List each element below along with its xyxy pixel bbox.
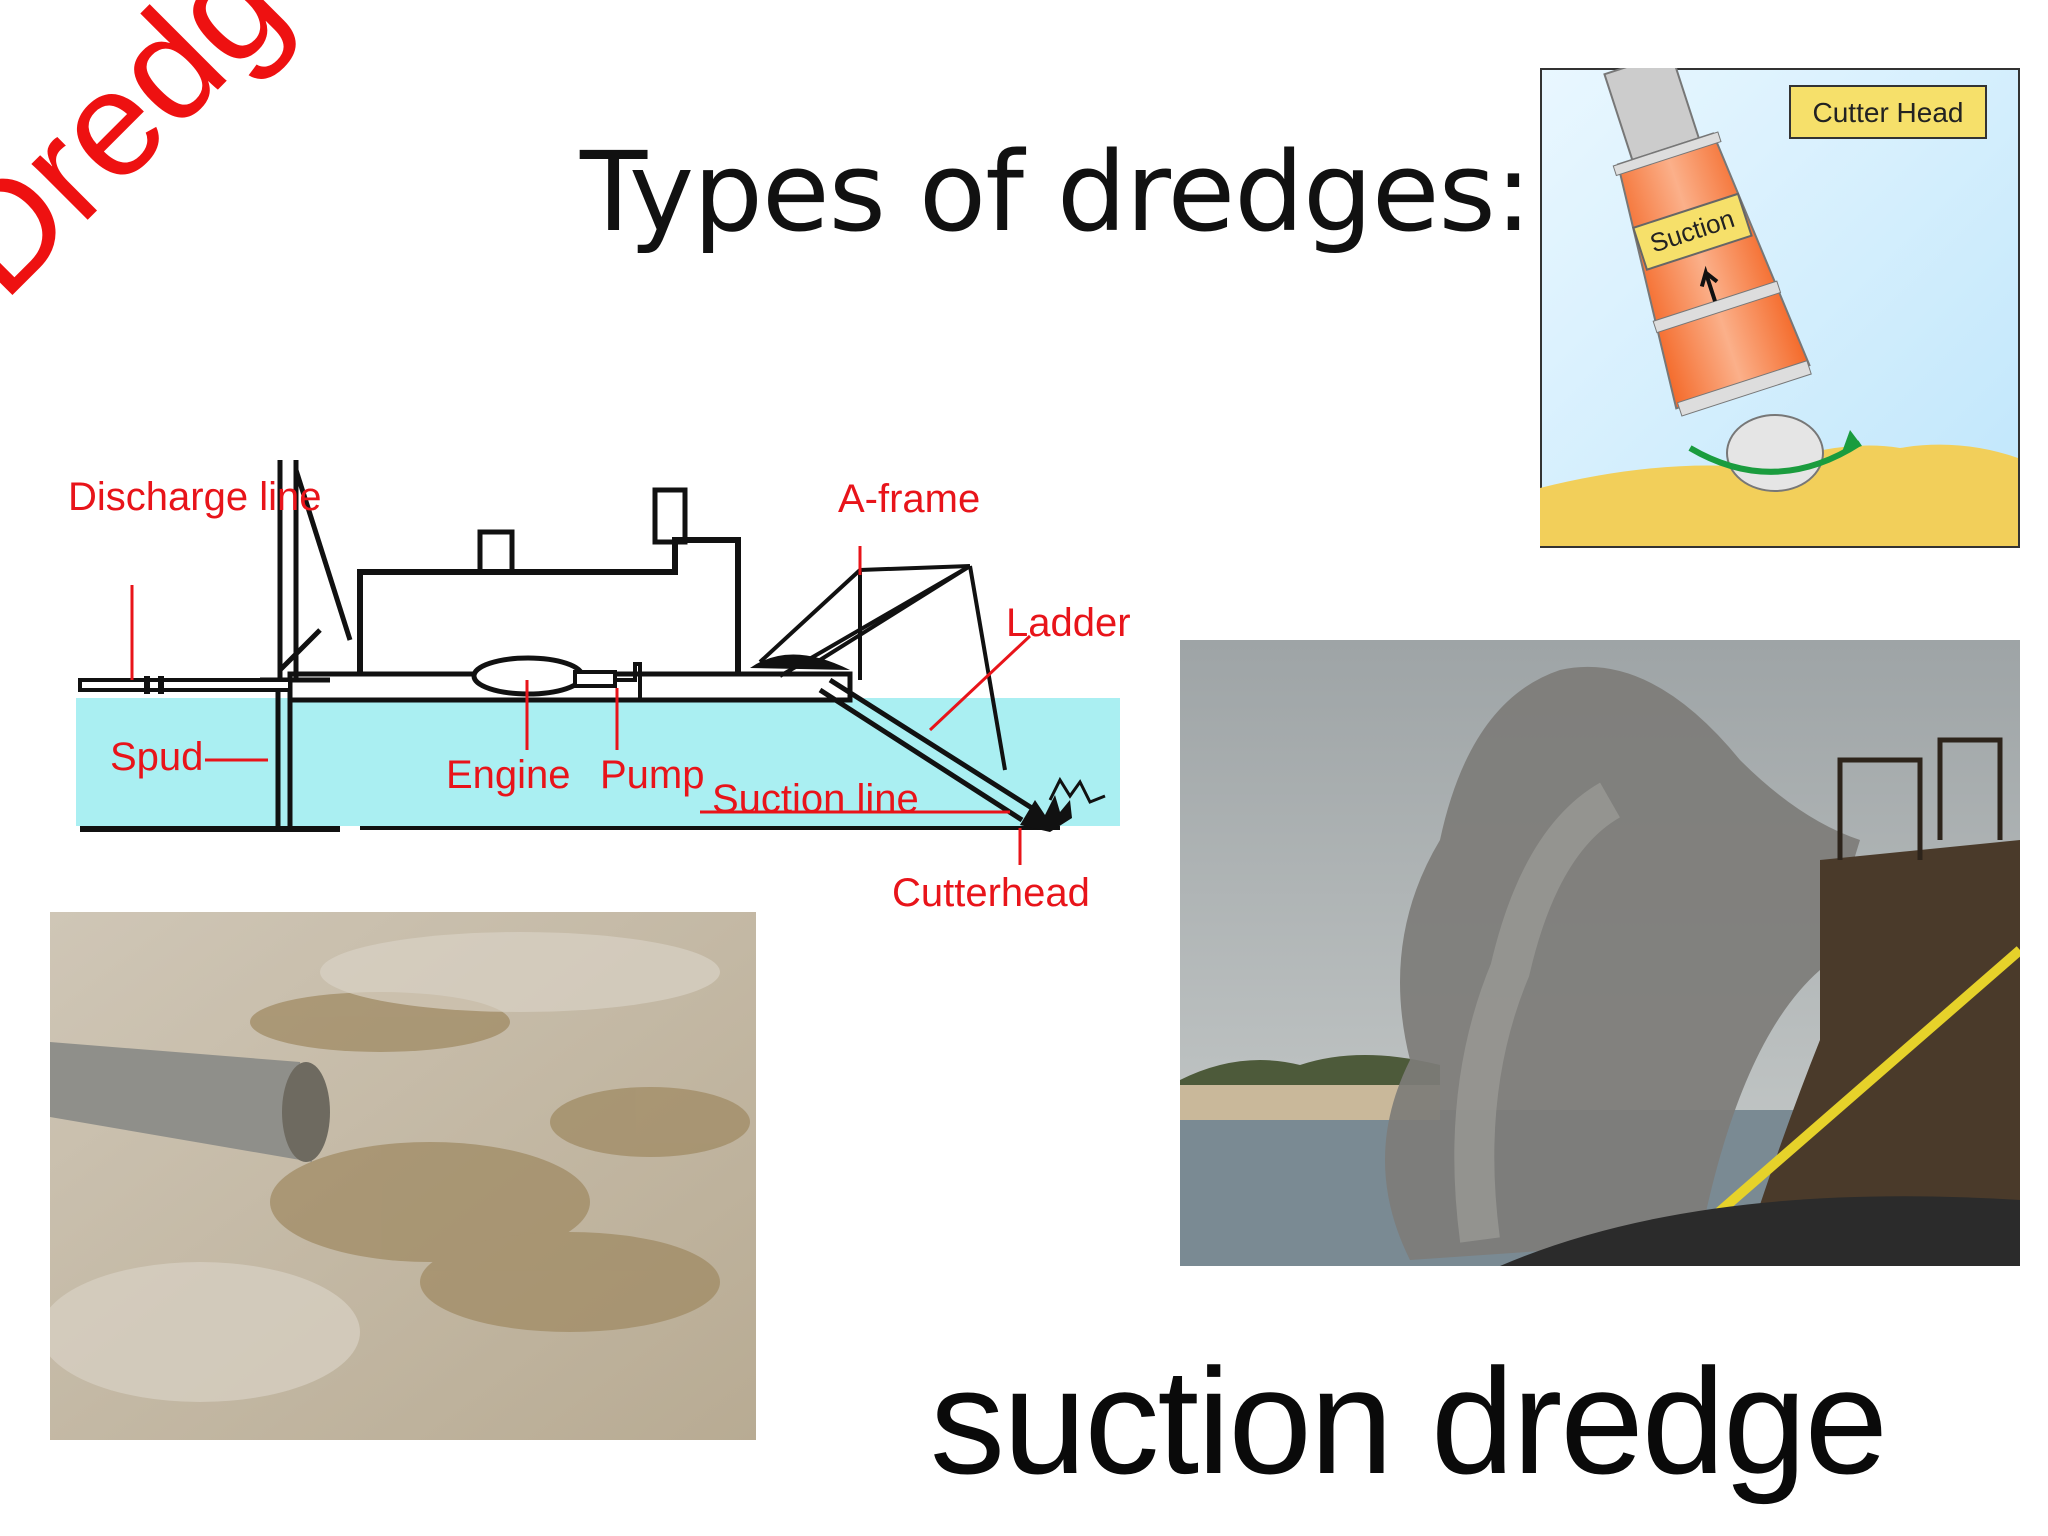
spud-tower xyxy=(260,460,353,832)
winch xyxy=(750,654,850,670)
dredge-spray-photo xyxy=(1180,640,2020,1266)
cutter-blades xyxy=(1726,414,1824,492)
label-a-frame: A-frame xyxy=(838,477,980,521)
label-suction-line: Suction line xyxy=(712,777,919,821)
cutterhead-shape xyxy=(1020,795,1072,832)
label-pump: Pump xyxy=(600,753,705,797)
label-ladder: Ladder xyxy=(1006,601,1130,645)
cutter-head-illustration: Suction Cutter Head xyxy=(1540,68,2020,548)
slide-caption: suction dredge xyxy=(930,1337,1888,1505)
up-arrow-icon xyxy=(1699,265,1719,302)
suction-label-box xyxy=(1632,192,1753,271)
dredge-structure xyxy=(1740,840,2020,1266)
dredge-schematic-diagram: Discharge line Spud Engine Pump Suction … xyxy=(68,460,1130,915)
deck-house xyxy=(357,537,741,674)
label-engine: Engine xyxy=(446,753,571,797)
label-discharge-line-1: Discharge line xyxy=(68,475,321,519)
spray-plume xyxy=(1385,666,1860,1260)
pipe-shape xyxy=(50,1042,312,1162)
hull-deck xyxy=(1500,1196,2020,1266)
cutter-head-title: Cutter Head xyxy=(1813,97,1964,128)
pump-shape xyxy=(573,670,617,688)
discharge-line-pipe xyxy=(78,678,292,692)
dredge-word: Dredge xyxy=(0,0,375,327)
label-spud: Spud xyxy=(110,735,203,779)
leader-lines xyxy=(130,546,1032,865)
suction-pipe: Suction xyxy=(1603,68,1812,417)
water-area xyxy=(76,698,1120,826)
discharge-pipe-photo xyxy=(50,912,756,1440)
ladder-suction-arm xyxy=(818,677,1037,823)
label-cutterhead: Cutterhead xyxy=(892,871,1090,915)
label-discharge-line: Discharge line xyxy=(68,475,321,519)
cutter-head-title-box xyxy=(1789,85,1987,139)
slide-title: Types of dredges: xyxy=(580,128,1532,256)
seabed-marks xyxy=(80,826,1060,832)
slurry-flow xyxy=(250,992,750,1332)
rotation-arrow-icon xyxy=(1688,440,1862,475)
yellow-pipe xyxy=(1706,946,2020,1224)
sand xyxy=(1540,444,2018,546)
